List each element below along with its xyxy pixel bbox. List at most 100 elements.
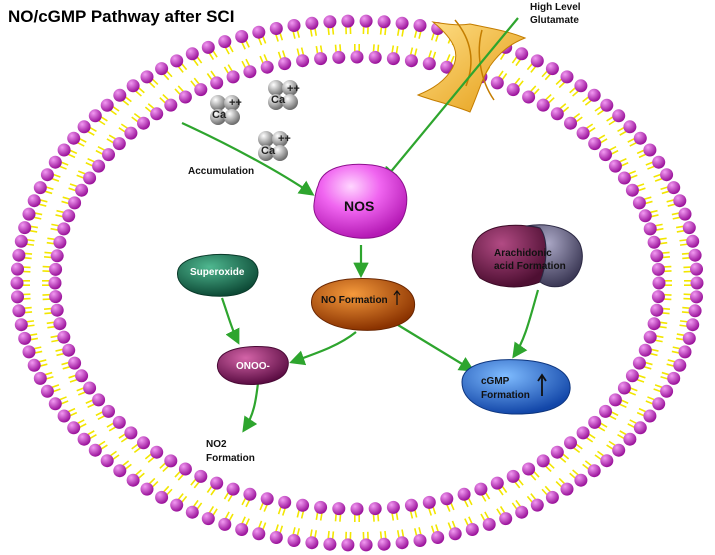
lipid-head — [448, 527, 462, 541]
lipid-head — [350, 502, 364, 516]
lipid-head — [75, 183, 89, 197]
cgmp-label-line2: Formation — [481, 390, 530, 401]
nos-node: NOS — [313, 163, 408, 239]
lipid-head — [422, 57, 436, 71]
lipid-head — [178, 90, 192, 104]
lipid-head — [296, 498, 310, 512]
lipid-head — [550, 107, 564, 121]
lipid-head — [102, 148, 115, 162]
lipid-head — [623, 120, 637, 134]
lipid-head — [170, 54, 184, 68]
lipid-head — [688, 304, 702, 318]
lipid-head — [92, 393, 106, 407]
lipid-head — [305, 16, 319, 30]
lipid-head — [574, 79, 588, 93]
lipid-head — [482, 517, 496, 531]
lipid-head — [625, 183, 639, 197]
lipid-head — [14, 318, 28, 332]
lipid-head — [490, 476, 504, 490]
onoo-label: ONOO- — [236, 361, 270, 372]
lipid-head — [22, 345, 36, 359]
lipid-head — [651, 262, 665, 276]
calcium-ion-3: Ca ++ — [258, 131, 291, 161]
lipid-head — [682, 331, 696, 345]
lipid-head — [690, 276, 704, 290]
lipid-head — [652, 155, 666, 169]
lipid-head — [49, 262, 63, 276]
lipid-head — [545, 490, 559, 504]
lipid-head — [75, 369, 89, 383]
lipid-head — [560, 482, 574, 496]
nos-label: NOS — [344, 198, 374, 214]
lipid-head — [164, 98, 178, 112]
lipid-head — [576, 426, 590, 440]
lipid-head — [278, 495, 292, 509]
lipid-head — [638, 343, 652, 357]
lipid-head — [643, 330, 657, 344]
lipid-head — [210, 476, 224, 490]
lipid-head — [643, 222, 657, 236]
lipid-head — [643, 409, 657, 423]
lipid-head — [314, 52, 328, 66]
lipid-head — [667, 181, 681, 195]
lipid-head — [608, 393, 622, 407]
arrow-arachidonic-to-cgmp — [512, 289, 540, 359]
lipid-head — [68, 196, 82, 210]
lipid-head — [112, 415, 126, 429]
lipid-head — [53, 317, 67, 331]
lipid-head — [560, 70, 574, 84]
lipid-head — [49, 290, 63, 304]
lipid-head — [633, 131, 647, 145]
lipid-head — [235, 523, 249, 536]
lipid-head — [57, 143, 71, 157]
no-formation-node: NO Formation — [311, 278, 416, 331]
lipid-head — [550, 445, 564, 459]
lipid-head — [506, 83, 520, 97]
lipid-head — [647, 317, 661, 331]
lipid-head — [57, 222, 71, 236]
lipid-head — [113, 464, 127, 478]
lipid-head — [650, 249, 664, 263]
lipid-head — [140, 482, 154, 496]
arachidonic-acid-node: Arachidonic acid Formation — [471, 224, 583, 288]
lipid-head — [359, 14, 373, 28]
lipid-head — [269, 531, 283, 544]
lipid-head — [218, 35, 232, 49]
lipid-head — [40, 384, 54, 398]
lipid-head — [88, 109, 102, 123]
lipid-head — [690, 262, 703, 276]
lipid-head — [243, 65, 257, 79]
lipid-head — [652, 397, 666, 411]
lipid-head — [12, 304, 26, 318]
arrow-noformation-to-cgmp — [397, 324, 475, 372]
lipid-head — [252, 527, 266, 541]
lipid-head — [137, 116, 150, 130]
lipid-head — [170, 498, 184, 512]
lipid-head — [499, 512, 513, 526]
lipid-head — [341, 14, 355, 28]
lipid-head — [536, 454, 550, 468]
lipid-head — [545, 62, 559, 76]
increase-arrow-icon — [393, 290, 401, 305]
lipid-head — [48, 397, 62, 411]
lipid-head — [650, 303, 664, 317]
lipid-head — [530, 54, 544, 68]
lipid-head — [48, 276, 62, 290]
lipid-head — [686, 234, 700, 248]
lipid-head — [431, 531, 445, 544]
onoo-node: ONOO- — [216, 346, 289, 385]
lipid-head — [155, 490, 169, 504]
lipid-head — [600, 98, 614, 112]
lipid-head — [600, 454, 614, 468]
lipid-head — [14, 234, 28, 248]
lipid-head — [625, 369, 639, 383]
lipid-head — [287, 19, 301, 32]
lipid-head — [18, 331, 32, 345]
lipid-head — [413, 534, 427, 547]
lipid-head — [50, 249, 64, 263]
lipid-head — [287, 534, 301, 547]
lipid-head — [632, 196, 646, 210]
lipid-head — [588, 415, 602, 429]
lipid-head — [536, 98, 550, 112]
